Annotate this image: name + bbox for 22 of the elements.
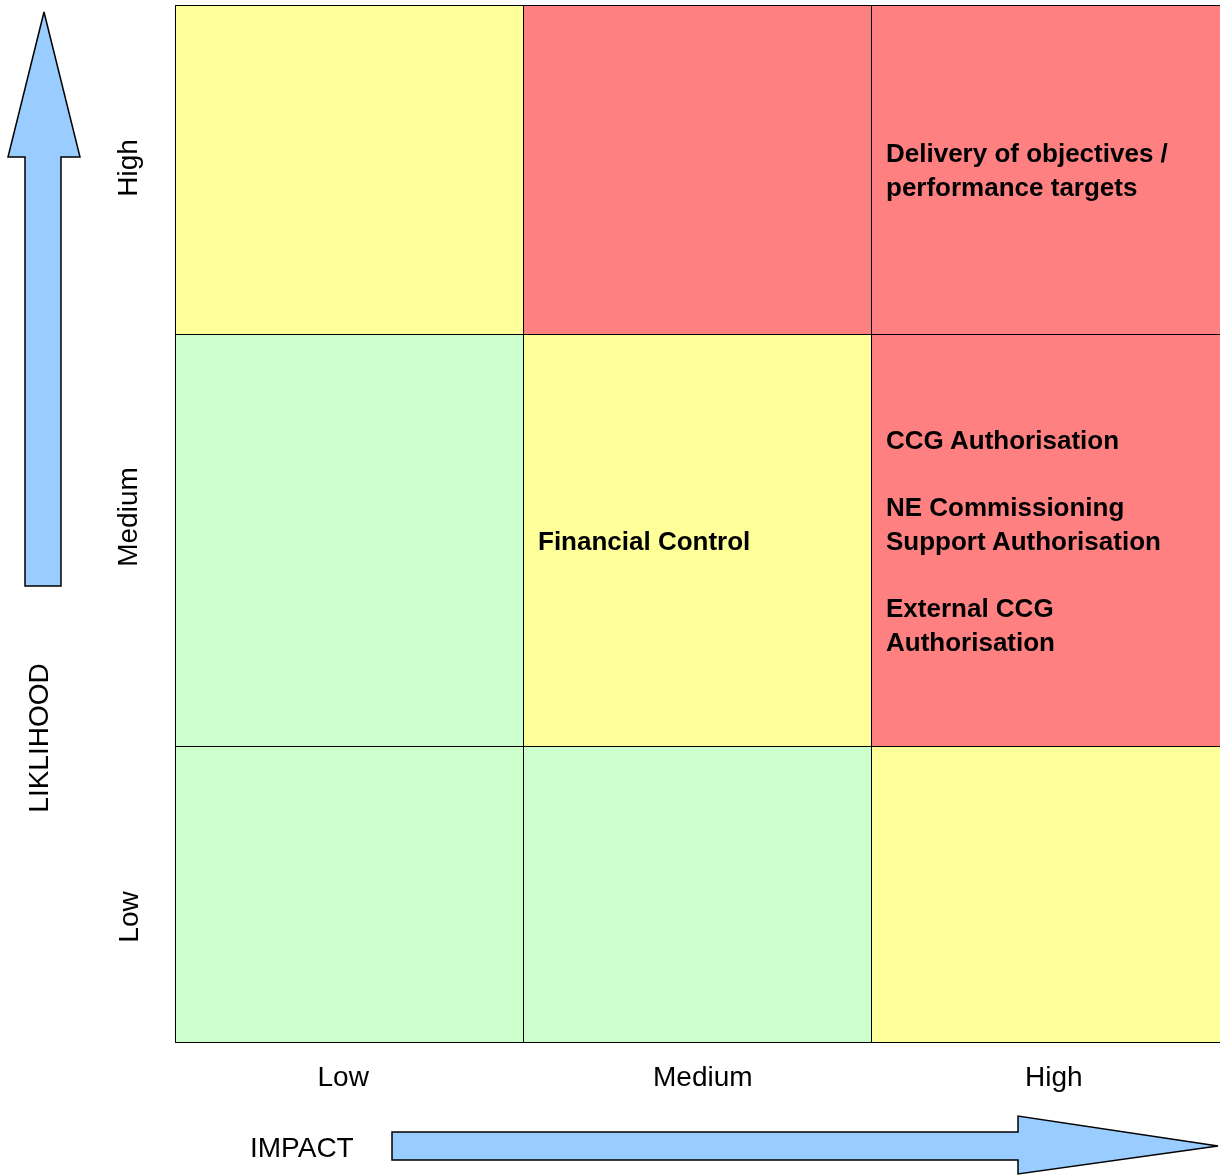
risk-matrix-cell (523, 334, 873, 748)
risk-text: Financial Control (538, 524, 752, 558)
risk-matrix-cell (871, 334, 1220, 748)
axis-title: LIKLIHOOD (22, 663, 55, 813)
risk-matrix-cell (175, 334, 525, 748)
axis-level-label: Low (317, 1061, 369, 1093)
risk-matrix-cell (871, 746, 1220, 1043)
axis-level-label: High (111, 139, 144, 197)
risk-matrix-cell (175, 746, 525, 1043)
risk-text: Delivery of objectives / performance targets (886, 137, 1169, 205)
risk-matrix-cell (871, 5, 1220, 336)
axis-title: IMPACT (250, 1132, 354, 1164)
risk-text: NE Commissioning Support Authorisation (886, 490, 1162, 558)
risk-matrix-cell (523, 746, 873, 1043)
risk-text: External CCG Authorisation (886, 591, 1056, 659)
axis-level-label: High (1025, 1061, 1083, 1093)
axis-level-label: Low (112, 891, 145, 943)
risk-matrix-cell (175, 5, 525, 336)
axis-level-label: Medium (653, 1061, 753, 1093)
risk-text: CCG Authorisation (886, 423, 1121, 457)
axis-level-label: Medium (111, 467, 144, 567)
risk-matrix-cell (523, 5, 873, 336)
